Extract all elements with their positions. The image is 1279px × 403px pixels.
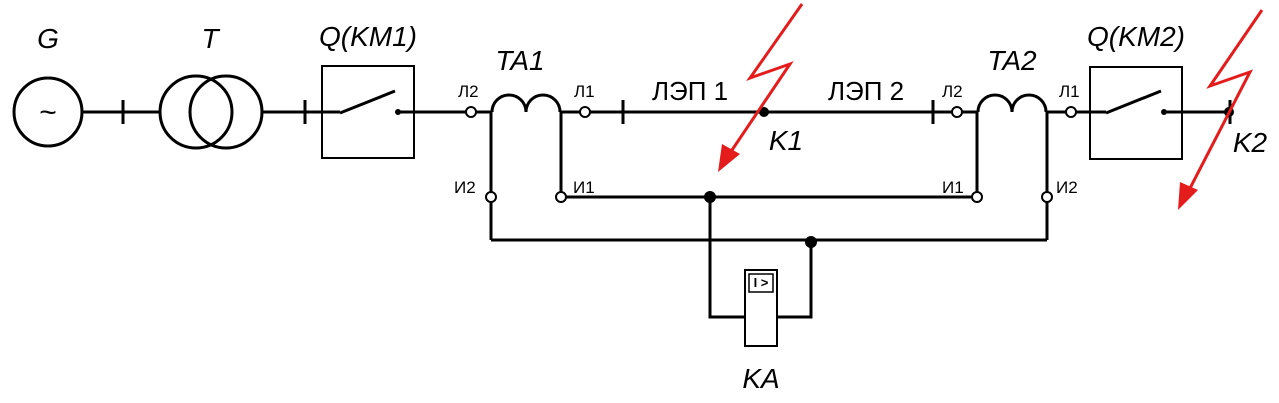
relay-symbol: I > <box>754 275 769 290</box>
ct2-terminal-i2 <box>1041 191 1053 203</box>
relay-lead-left <box>708 197 746 319</box>
breaker-1-contact <box>339 89 396 115</box>
current-transformer-1 <box>465 93 591 203</box>
ct1-coil <box>490 93 562 113</box>
ct1-terminal-i2 <box>485 191 497 203</box>
ct2-i2-label: И2 <box>1056 178 1078 197</box>
fault-point-k1 <box>759 107 769 117</box>
transformer-label: T <box>201 23 220 54</box>
breaker-1-label: Q(KM1) <box>319 21 417 52</box>
relay-label: KA <box>742 363 779 394</box>
ct1-terminal-l1 <box>579 106 591 118</box>
ct1-terminal-i1 <box>555 191 567 203</box>
fault-k1-label: K1 <box>769 125 803 156</box>
transformer-winding-1 <box>158 74 234 150</box>
fault-k2-label: K2 <box>1233 127 1268 158</box>
ct2-label: TA2 <box>987 45 1037 76</box>
ct1-i1-label: И1 <box>573 178 595 197</box>
fault-k1-lightning-icon <box>718 3 804 172</box>
relay-lead-right <box>778 242 813 319</box>
ct2-terminal-l2 <box>951 106 963 118</box>
current-relay: I > <box>744 269 778 347</box>
relay-indicator <box>748 273 774 293</box>
ct1-l2-label: Л2 <box>458 82 479 101</box>
ct2-terminal-i1 <box>971 191 983 203</box>
ct1-l1-label: Л1 <box>574 82 595 101</box>
current-transformer-2 <box>951 93 1077 203</box>
generator: ~ <box>12 76 84 148</box>
fault-k2-lightning-icon <box>1178 9 1264 210</box>
transformer <box>158 74 264 150</box>
ct2-coil <box>976 93 1048 113</box>
ct1-label: TA1 <box>495 45 544 76</box>
ct2-terminal-l1 <box>1065 106 1077 118</box>
generator-symbol: ~ <box>39 96 57 129</box>
ct2-l1-label: Л1 <box>1059 82 1080 101</box>
ct2-i1-label: И1 <box>942 178 964 197</box>
secondary-circuit <box>489 191 1049 319</box>
generator-label: G <box>37 23 59 54</box>
breaker-2-label: Q(KM2) <box>1087 21 1185 52</box>
transformer-winding-2 <box>188 74 264 150</box>
relay-body <box>744 269 778 347</box>
ct2-l2-label: Л2 <box>942 82 963 101</box>
ct1-terminal-l2 <box>465 106 477 118</box>
ct1-i2-label: И2 <box>454 178 476 197</box>
line-2-label: ЛЭП 2 <box>828 76 904 106</box>
line-1-label: ЛЭП 1 <box>652 76 728 106</box>
breaker-2-contact <box>1105 89 1162 115</box>
